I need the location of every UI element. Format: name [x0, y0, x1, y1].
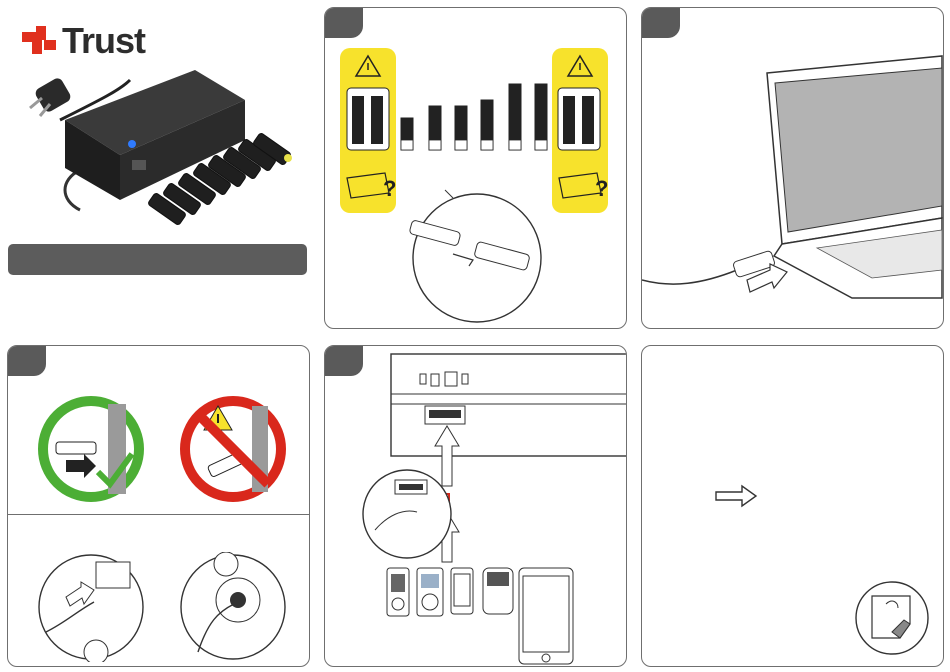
- logo-text: Trust: [62, 20, 145, 62]
- tip-selection-diagram: ? ?: [325, 8, 626, 328]
- wrong-insert-icon: [178, 394, 288, 504]
- title-bar: [8, 244, 307, 275]
- panel-step-1: ? ?: [324, 7, 627, 329]
- page-curl-corner: [854, 580, 930, 656]
- trust-logo: Trust: [22, 20, 145, 62]
- correct-insert-icon: [36, 394, 146, 504]
- plug-into-wall-illustration: [178, 552, 288, 662]
- panel-step-2: [641, 7, 944, 329]
- right-arrow-outline: [714, 484, 758, 508]
- svg-text:?: ?: [595, 176, 608, 201]
- usb-charging-diagram: [325, 346, 626, 666]
- step-tab: [8, 346, 46, 376]
- laptop-connect-diagram: [642, 8, 943, 328]
- svg-text:?: ?: [383, 176, 396, 201]
- panel-product: Trust: [0, 0, 316, 300]
- panel-step-3: [7, 345, 310, 667]
- panel-next: [641, 345, 944, 667]
- panel-divider: [8, 514, 309, 515]
- panel-step-4: [324, 345, 627, 667]
- laptop-adapter-photo: [20, 60, 310, 240]
- connect-adapter-illustration: [36, 552, 146, 662]
